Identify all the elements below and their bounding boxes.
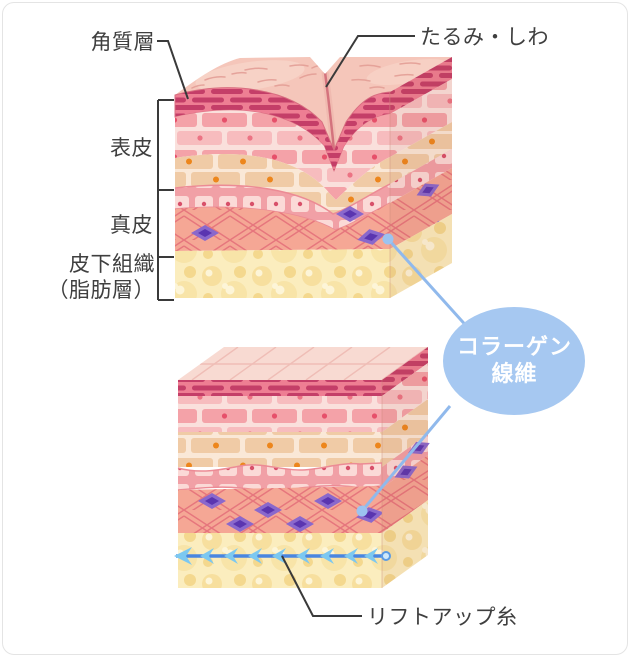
thread-barbs (174, 547, 378, 565)
collagen-callout (356, 233, 585, 517)
surface-grid (178, 347, 428, 380)
label-collagen-line1: コラーゲン (456, 334, 572, 359)
label-dermis: 真皮 (110, 214, 153, 237)
epidermis-tan-layer (175, 154, 390, 214)
epidermis-pink-layer (178, 396, 382, 432)
epidermis-pink-layer (175, 110, 390, 200)
collagen-dot-top (382, 233, 394, 245)
label-subcutaneous-line1: 皮下組織 (69, 253, 155, 276)
leader-sagging-wrinkles (325, 35, 415, 88)
label-collagen-line2: 線維 (491, 361, 538, 386)
collagen-leader-top (386, 237, 472, 332)
wrinkle-crease (323, 71, 336, 150)
lifted-skin-block (174, 347, 433, 588)
collagen-dot-bottom (356, 505, 368, 517)
basal-cells (175, 184, 390, 230)
leader-stratum-corneum (157, 40, 189, 100)
wrinkled-block-right-face (389, 57, 455, 298)
fat-layer (175, 249, 390, 298)
skin-surface-texture (191, 58, 450, 150)
label-stratum-corneum: 角質層 (90, 31, 155, 54)
black-leader-lines (157, 35, 415, 617)
label-sagging-wrinkles: たるみ・しわ (420, 26, 549, 49)
leader-liftup-thread (281, 555, 362, 617)
dermis-fibers (175, 203, 390, 251)
liftup-thread-graphic (174, 547, 391, 565)
label-collagen-fiber: コラーゲン 線維 (444, 333, 585, 387)
label-liftup-thread: リフトアップ糸 (367, 606, 518, 629)
wrinkled-skin-block (174, 57, 455, 298)
label-subcutaneous-line2: （脂肪層） (47, 279, 155, 303)
thread-anchor-ring (381, 551, 391, 561)
label-subcutaneous: 皮下組織 （脂肪層） (48, 252, 156, 305)
epidermis-tan-layer (178, 432, 382, 467)
lifted-block-right-face (381, 347, 433, 588)
label-epidermis: 表皮 (110, 137, 153, 160)
collagen-bubble (443, 307, 585, 415)
stratum-corneum-layer (178, 380, 382, 396)
basal-cells (178, 463, 382, 491)
collagen-leader-bottom (360, 405, 452, 512)
layer-bracket (157, 99, 174, 301)
